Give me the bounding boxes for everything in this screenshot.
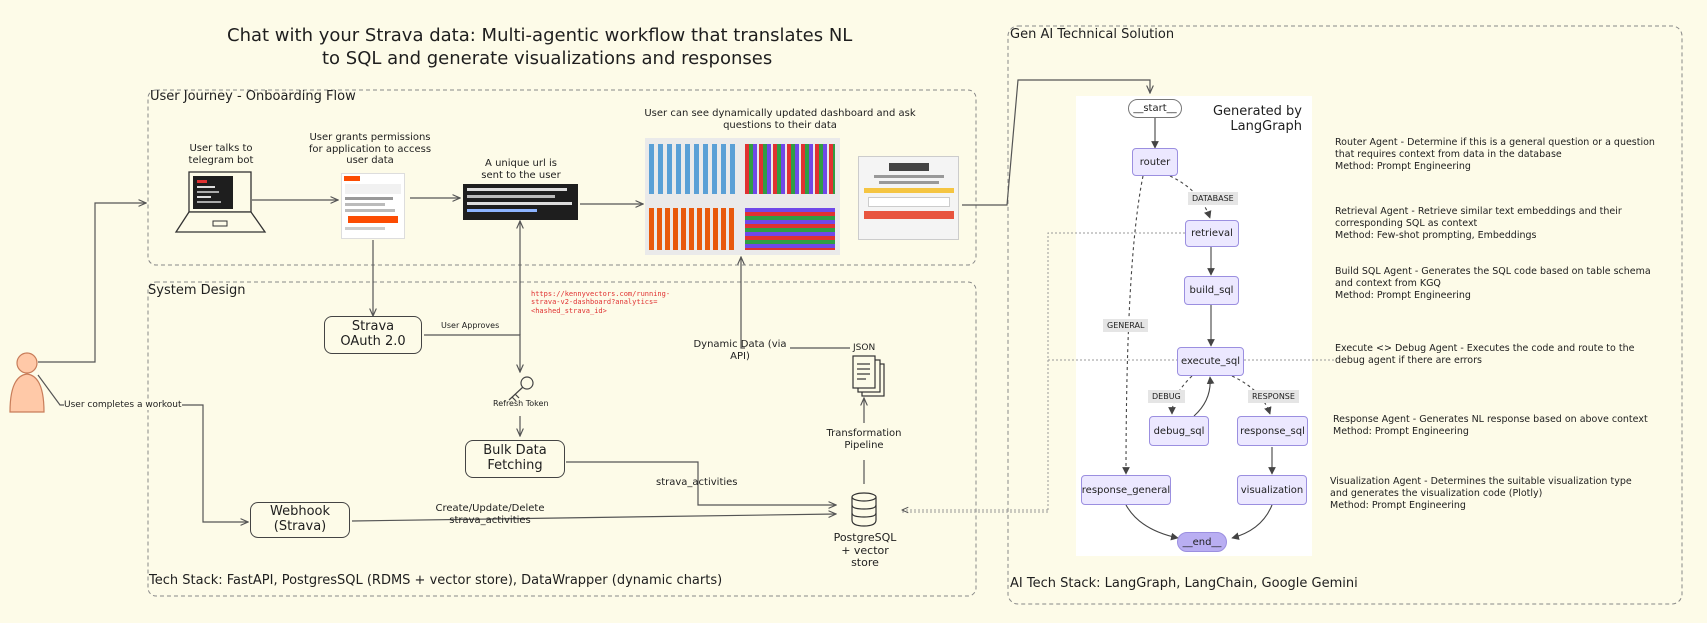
json-label: JSON (853, 343, 876, 353)
lg-node-end: __end__ (1177, 532, 1227, 552)
webhook-box: Webhook (Strava) (250, 502, 350, 538)
lg-edge-router-general (1122, 175, 1144, 475)
person-icon (9, 352, 45, 413)
url-message-screenshot (463, 184, 578, 220)
lg-node-execute-sql: execute_sql (1177, 347, 1244, 376)
agent-retrieval-method: Method: Few-shot prompting, Embeddings (1335, 229, 1537, 241)
dashboard-screenshot (645, 138, 840, 255)
laptop-icon (174, 171, 267, 233)
agent-router-title: Router Agent - Determine if this is a ge… (1335, 137, 1655, 160)
edge-label-database: DATABASE (1188, 192, 1238, 205)
system-tech-stack: Tech Stack: FastAPI, PostgresSQL (RDMS +… (149, 573, 723, 588)
bulk-fetch-box: Bulk Data Fetching (465, 440, 565, 478)
oauth-box: Strava OAuth 2.0 (324, 316, 422, 354)
lg-node-retrieval: retrieval (1185, 220, 1239, 247)
edge-person-webhook (37, 374, 248, 522)
lg-node-router: router (1132, 148, 1178, 176)
chat-screenshot (858, 156, 959, 240)
crud-label: Create/Update/Delete strava_activities (435, 503, 545, 526)
permissions-caption: User grants permissions for application … (308, 132, 432, 166)
edge-webhook-postgres (351, 514, 836, 522)
dotted-retrieval-postgres (902, 232, 1185, 513)
dynamic-data-label: Dynamic Data (via API) (693, 339, 787, 362)
dashboard-url-text: https://kennyvectors.com/running-strava-… (531, 290, 671, 315)
refresh-token-label: Refresh Token (493, 399, 549, 408)
postgres-label: PostgreSQL + vector store (833, 531, 897, 570)
lg-node-response-general: response_general (1081, 475, 1171, 505)
agent-execute-title: Execute <> Debug Agent - Executes the co… (1335, 343, 1635, 366)
edge-label-general: GENERAL (1103, 319, 1149, 332)
user-approves-label: User Approves (441, 321, 500, 330)
edge-json-dashboard (741, 257, 850, 349)
unique-url-caption: A unique url is sent to the user (481, 158, 561, 181)
lg-node-visualization: visualization (1237, 475, 1307, 505)
agent-description-execute: Execute <> Debug Agent - Executes the co… (1335, 343, 1655, 367)
database-icon (851, 492, 877, 527)
agent-retrieval-title: Retrieval Agent - Retrieve similar text … (1335, 206, 1622, 229)
edge-oauth-refresh (424, 334, 520, 372)
diagram-title-line2: to SQL and generate visualizations and r… (322, 48, 773, 69)
agent-description-response: Response Agent - Generates NL response b… (1333, 414, 1653, 438)
agent-visualization-title: Visualization Agent - Determines the sui… (1330, 476, 1632, 499)
documents-icon (852, 355, 885, 397)
telegram-caption: User talks to telegram bot (188, 143, 254, 166)
agent-response-method: Method: Prompt Engineering (1333, 425, 1469, 437)
edge-label-response: RESPONSE (1248, 390, 1299, 403)
lg-edge-general-end (1125, 504, 1179, 541)
lg-edge-viz-end (1231, 504, 1273, 540)
agent-build-sql-method: Method: Prompt Engineering (1335, 289, 1471, 301)
lg-node-response-sql: response_sql (1237, 416, 1308, 446)
agent-visualization-method: Method: Prompt Engineering (1330, 499, 1466, 511)
agent-description-retrieval: Retrieval Agent - Retrieve similar text … (1335, 206, 1655, 242)
lg-node-build-sql: build_sql (1184, 276, 1239, 305)
journey-section-label: User Journey - Onboarding Flow (150, 89, 356, 104)
edge-label-debug: DEBUG (1148, 390, 1185, 403)
agent-description-visualization: Visualization Agent - Determines the sui… (1330, 476, 1650, 512)
edge-person-laptop (38, 203, 146, 363)
dashboard-caption: User can see dynamically updated dashboa… (644, 108, 916, 131)
system-section-border (147, 281, 977, 597)
agent-description-router: Router Agent - Determine if this is a ge… (1335, 137, 1655, 173)
workout-label: User completes a workout (64, 400, 182, 411)
transform-label: Transformation Pipeline (826, 428, 902, 451)
genai-section-border (1007, 25, 1683, 605)
key-icon (508, 376, 534, 402)
agent-description-build-sql: Build SQL Agent - Generates the SQL code… (1335, 266, 1655, 302)
lg-node-debug-sql: debug_sql (1149, 416, 1209, 446)
edge-dashboard-genai (962, 79, 1150, 206)
diagram-title-line1: Chat with your Strava data: Multi-agenti… (227, 25, 853, 46)
agent-build-sql-title: Build SQL Agent - Generates the SQL code… (1335, 266, 1651, 289)
genai-section-label: Gen AI Technical Solution (1010, 27, 1175, 42)
edge-bulk-postgres (566, 461, 836, 505)
system-section-label: System Design (148, 283, 246, 298)
journey-section-border (147, 89, 977, 266)
agent-router-method: Method: Prompt Engineering (1335, 160, 1471, 172)
permissions-screenshot (341, 173, 405, 239)
ai-tech-stack: AI Tech Stack: LangGraph, LangChain, Goo… (1010, 576, 1358, 591)
strava-activities-label: strava_activities (656, 477, 738, 488)
generated-by-label: Generated by LangGraph (1212, 104, 1302, 134)
agent-response-title: Response Agent - Generates NL response b… (1333, 414, 1648, 425)
lg-edge-debug-execute (1193, 376, 1215, 417)
lg-node-start: __start__ (1128, 99, 1182, 118)
